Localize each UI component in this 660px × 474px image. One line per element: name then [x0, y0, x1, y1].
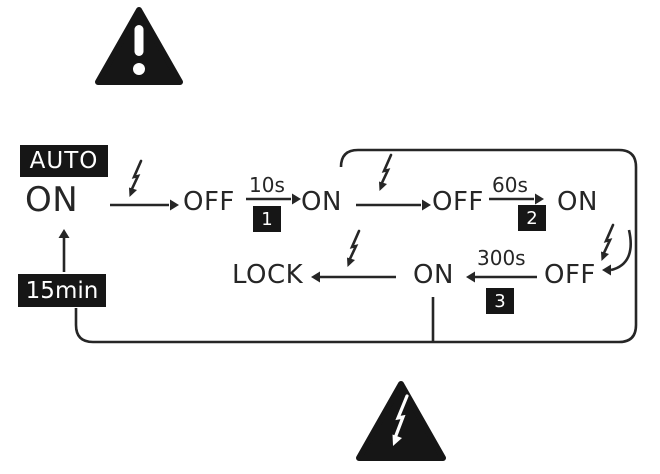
- auto-mode-badge: AUTO: [20, 145, 108, 177]
- state-on-3: ON: [557, 187, 598, 217]
- step-number-2: 2: [518, 205, 546, 231]
- arrow-timer-10s: [246, 193, 301, 205]
- state-on-start: ON: [25, 180, 79, 220]
- warning-exclamation-triangle-icon: [95, 7, 183, 85]
- step-number-1: 1: [253, 206, 281, 232]
- state-off-3: OFF: [544, 260, 596, 290]
- timer-label-60s: 60s: [492, 173, 528, 197]
- state-lock: LOCK: [232, 260, 304, 290]
- arrow-15min-to-on1: [58, 229, 70, 272]
- state-on-2: ON: [301, 187, 342, 217]
- timer-label-300s: 300s: [477, 246, 526, 270]
- step-number-3: 3: [486, 288, 514, 314]
- lightning-bolt-icon-4: [599, 223, 615, 263]
- arrow-on2-to-off2: [356, 199, 431, 211]
- lightning-bolt-icon-3: [345, 229, 361, 269]
- return-timer-badge: 15min: [18, 274, 106, 307]
- arrow-curved-on3-to-off3: [602, 229, 632, 276]
- arrow-on1-to-off1: [110, 199, 179, 211]
- arrow-timer-300s: [466, 271, 537, 283]
- warning-lightning-triangle-icon: [356, 381, 446, 461]
- state-off-2: OFF: [432, 187, 484, 217]
- lightning-bolt-icon-1: [127, 159, 143, 199]
- lightning-bolt-icon-2: [377, 153, 393, 193]
- state-off-1: OFF: [183, 187, 235, 217]
- arrow-on4-to-lock: [311, 271, 396, 283]
- arrow-timer-60s: [489, 193, 544, 205]
- timer-label-10s: 10s: [249, 173, 285, 197]
- state-on-4: ON: [413, 260, 454, 290]
- loop-return-frame: [74, 148, 638, 344]
